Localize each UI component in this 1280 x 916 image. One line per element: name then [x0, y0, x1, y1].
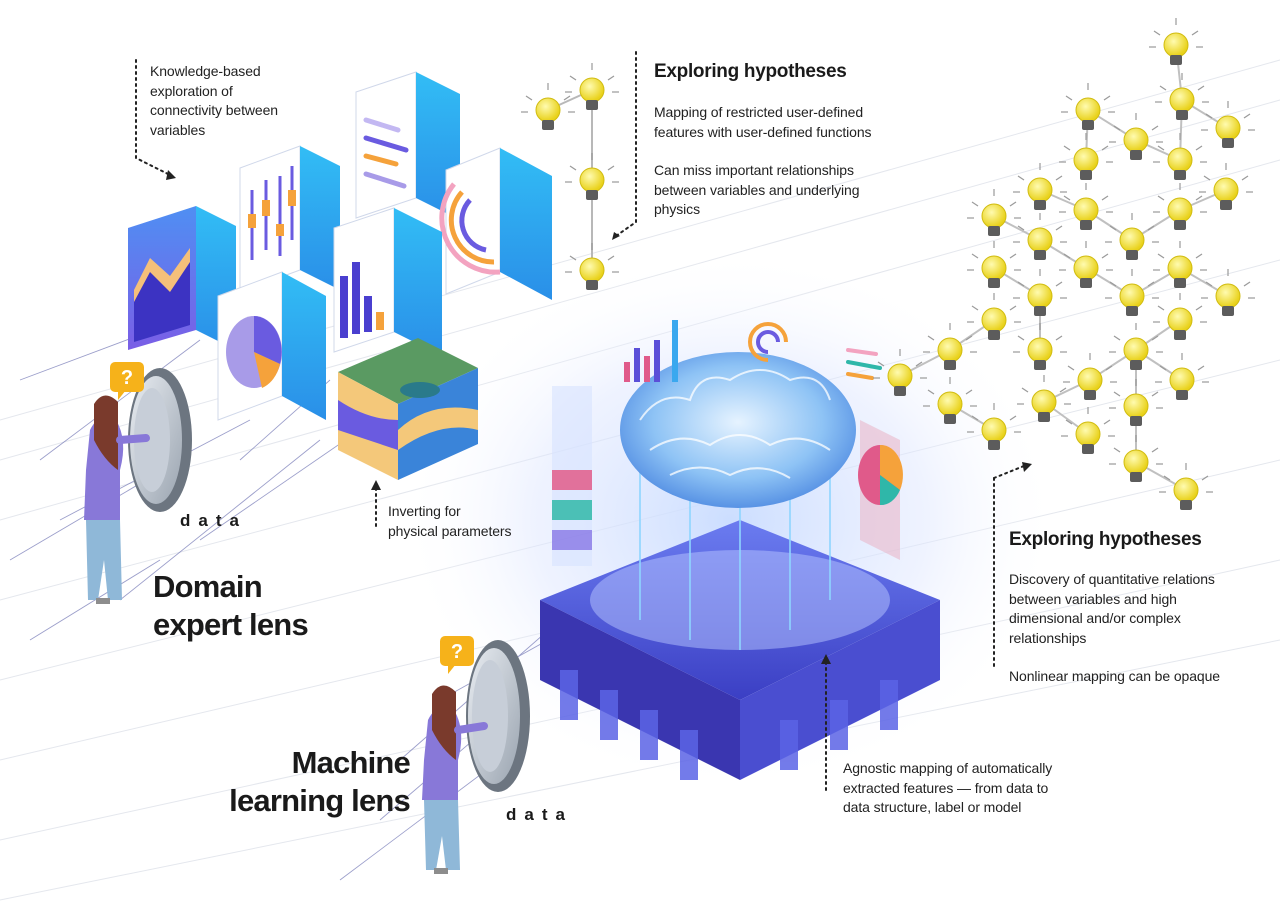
lightbulb-icon: [1013, 269, 1067, 316]
knowledge-note-line: connectivity between: [150, 102, 278, 118]
inverting-note: Inverting for physical parameters: [388, 502, 511, 541]
lightbulb-icon: [1061, 407, 1115, 454]
text-line: between variables and high: [1009, 590, 1177, 607]
lightbulb-icon: [1149, 18, 1203, 65]
lightbulb-icon: [1059, 241, 1113, 288]
ml-data-label: data: [506, 805, 573, 824]
brain: [620, 352, 856, 508]
mini-pie-chart: [858, 444, 903, 506]
lightbulb-icon: [967, 293, 1021, 340]
text-line: Mapping of restricted user-defined: [654, 104, 864, 120]
text-line: Inverting for: [388, 503, 461, 519]
domain-hypotheses-heading: Exploring hypotheses: [654, 61, 847, 82]
lightbulb-icon: [1153, 133, 1207, 180]
lightbulb-icon: [1013, 323, 1067, 370]
lightbulbs: [521, 18, 1255, 510]
agnostic-mapping-note: Agnostic mapping of automatically extrac…: [843, 759, 1052, 818]
text-line: features with user-defined functions: [654, 123, 872, 140]
lightbulb-icon: [1155, 353, 1209, 400]
domain-expert-lens-title: Domain expert lens: [153, 568, 309, 644]
lightbulb-icon: [1013, 213, 1067, 260]
lightbulb-icon: [565, 63, 619, 110]
lightbulb-icon: [1201, 101, 1255, 148]
lightbulb-icon: [1105, 213, 1159, 260]
geology-cube: [338, 338, 478, 480]
lightbulb-icon: [565, 153, 619, 200]
lightbulb-icon: [1109, 435, 1163, 482]
lightbulb-icon: [1109, 379, 1163, 426]
callout-leaders: [135, 51, 1025, 795]
text-line: Nonlinear mapping can be opaque: [1009, 668, 1220, 684]
lightbulb-icon: [1153, 241, 1207, 288]
ml-lens: [466, 640, 530, 792]
ml-hypotheses-heading: Exploring hypotheses: [1009, 529, 1202, 550]
machine-learning-lens-title: Machine learning lens: [214, 744, 411, 820]
title-line: expert lens: [153, 607, 309, 642]
knowledge-note-line: exploration of: [150, 82, 233, 99]
domain-data-label: data: [180, 511, 247, 530]
knowledge-note-line: variables: [150, 121, 206, 138]
lightbulb-icon: [873, 349, 927, 396]
lightbulb-icon: [1061, 83, 1115, 130]
text-line: between variables and underlying: [654, 181, 860, 198]
text-line: dimensional and/or complex: [1009, 610, 1181, 626]
title-line: Domain: [153, 569, 263, 604]
svg-text:?: ?: [451, 641, 463, 663]
lightbulb-icon: [1201, 269, 1255, 316]
lightbulb-icon: [1105, 269, 1159, 316]
ml-hypotheses-para-1: Discovery of quantitative relations betw…: [1009, 570, 1215, 648]
chart-cube-pie: [217, 271, 326, 421]
question-bubble-bottom: ?: [440, 636, 474, 674]
svg-text:?: ?: [121, 367, 133, 389]
lightbulb-icon: [1155, 73, 1209, 120]
lightbulb-icon: [1109, 323, 1163, 370]
title-line: learning lens: [229, 783, 411, 818]
lightbulb-icon: [967, 403, 1021, 450]
mini-line-chart: [846, 348, 882, 380]
lightbulb-icon: [1017, 375, 1071, 422]
text-line: Can miss important relationships: [654, 162, 854, 178]
text-line: relationships: [1009, 629, 1087, 646]
lightbulb-icon: [1159, 463, 1213, 510]
domain-expert-lens: [128, 368, 192, 512]
lightbulb-icon: [967, 241, 1021, 288]
chart-cube-lines: [355, 71, 460, 220]
lightbulb-icon: [521, 83, 575, 130]
domain-hypotheses-para-2: Can miss important relationships between…: [654, 161, 859, 220]
lightbulb-icon: [923, 377, 977, 424]
lightbulb-icon: [1013, 163, 1067, 210]
lightbulb-icon: [1153, 183, 1207, 230]
mini-bar-chart: [624, 320, 678, 382]
chart-cube-candlestick: [239, 145, 340, 293]
lightbulb-icon: [1153, 293, 1207, 340]
lightbulb-icon: [1199, 163, 1253, 210]
text-line: Discovery of quantitative relations: [1009, 571, 1215, 587]
lightbulb-icon: [923, 323, 977, 370]
title-line: Machine: [291, 745, 411, 780]
ml-person: [422, 685, 488, 874]
lightbulb-icon: [1059, 133, 1113, 180]
chart-cube-bars: [333, 207, 442, 356]
text-line: Agnostic mapping of automatically: [843, 760, 1053, 776]
lightbulb-icon: [1063, 353, 1117, 400]
text-line: extracted features — from data to: [843, 779, 1049, 796]
text-line: physical parameters: [388, 522, 512, 539]
ml-hypotheses-para-2: Nonlinear mapping can be opaque: [1009, 667, 1220, 687]
callout-arrowheads: [166, 170, 1032, 664]
text-line: physics: [654, 201, 700, 217]
knowledge-note-line: Knowledge-based: [150, 63, 261, 79]
mini-ring-chart: [748, 322, 788, 362]
lightbulb-icon: [967, 189, 1021, 236]
domain-hypotheses-para-1: Mapping of restricted user-defined featu…: [654, 103, 872, 142]
domain-expert-person: [84, 395, 150, 604]
text-line: data structure, label or model: [843, 799, 1022, 815]
knowledge-exploration-note: Knowledge-based exploration of connectiv…: [150, 62, 278, 140]
lightbulb-icon: [1109, 113, 1163, 160]
chart-cube-rings: [439, 147, 552, 300]
question-bubble-top: ?: [110, 362, 144, 400]
lightbulb-icon: [1059, 183, 1113, 230]
lightbulb-icon: [565, 243, 619, 290]
